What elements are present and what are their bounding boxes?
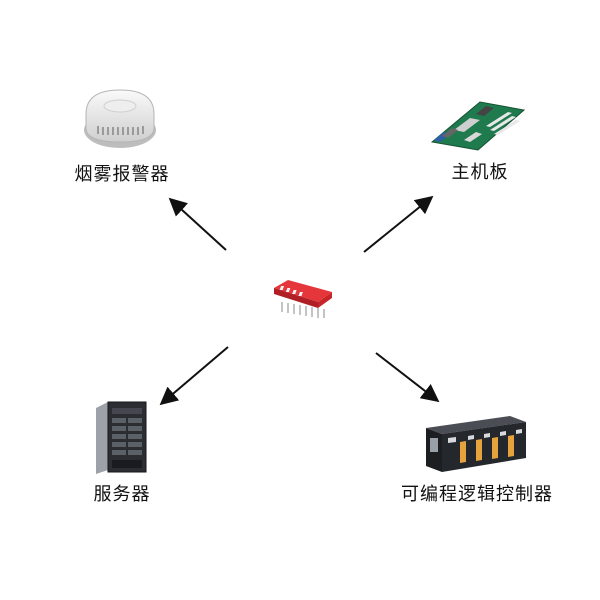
node-motherboard bbox=[424, 96, 528, 152]
node-server bbox=[92, 400, 152, 476]
label-server: 服务器 bbox=[93, 484, 151, 505]
label-plc: 可编程逻辑控制器 bbox=[401, 484, 553, 505]
node-center-dip-switch bbox=[270, 278, 334, 318]
arrow-to-server bbox=[159, 346, 229, 406]
smoke-detector-icon bbox=[84, 89, 156, 148]
node-smoke-alarm bbox=[80, 84, 160, 156]
label-motherboard: 主机板 bbox=[451, 162, 509, 183]
dip-switch-icon bbox=[274, 280, 332, 318]
arrow-to-smoke-alarm bbox=[168, 197, 227, 251]
arrow-to-plc bbox=[375, 352, 440, 403]
arrow-to-motherboard bbox=[363, 195, 434, 253]
plc-module-icon bbox=[426, 416, 526, 472]
label-smoke-alarm: 烟雾报警器 bbox=[74, 164, 170, 185]
motherboard-icon bbox=[430, 101, 526, 151]
node-plc bbox=[422, 412, 530, 474]
tower-server-icon bbox=[96, 401, 147, 474]
